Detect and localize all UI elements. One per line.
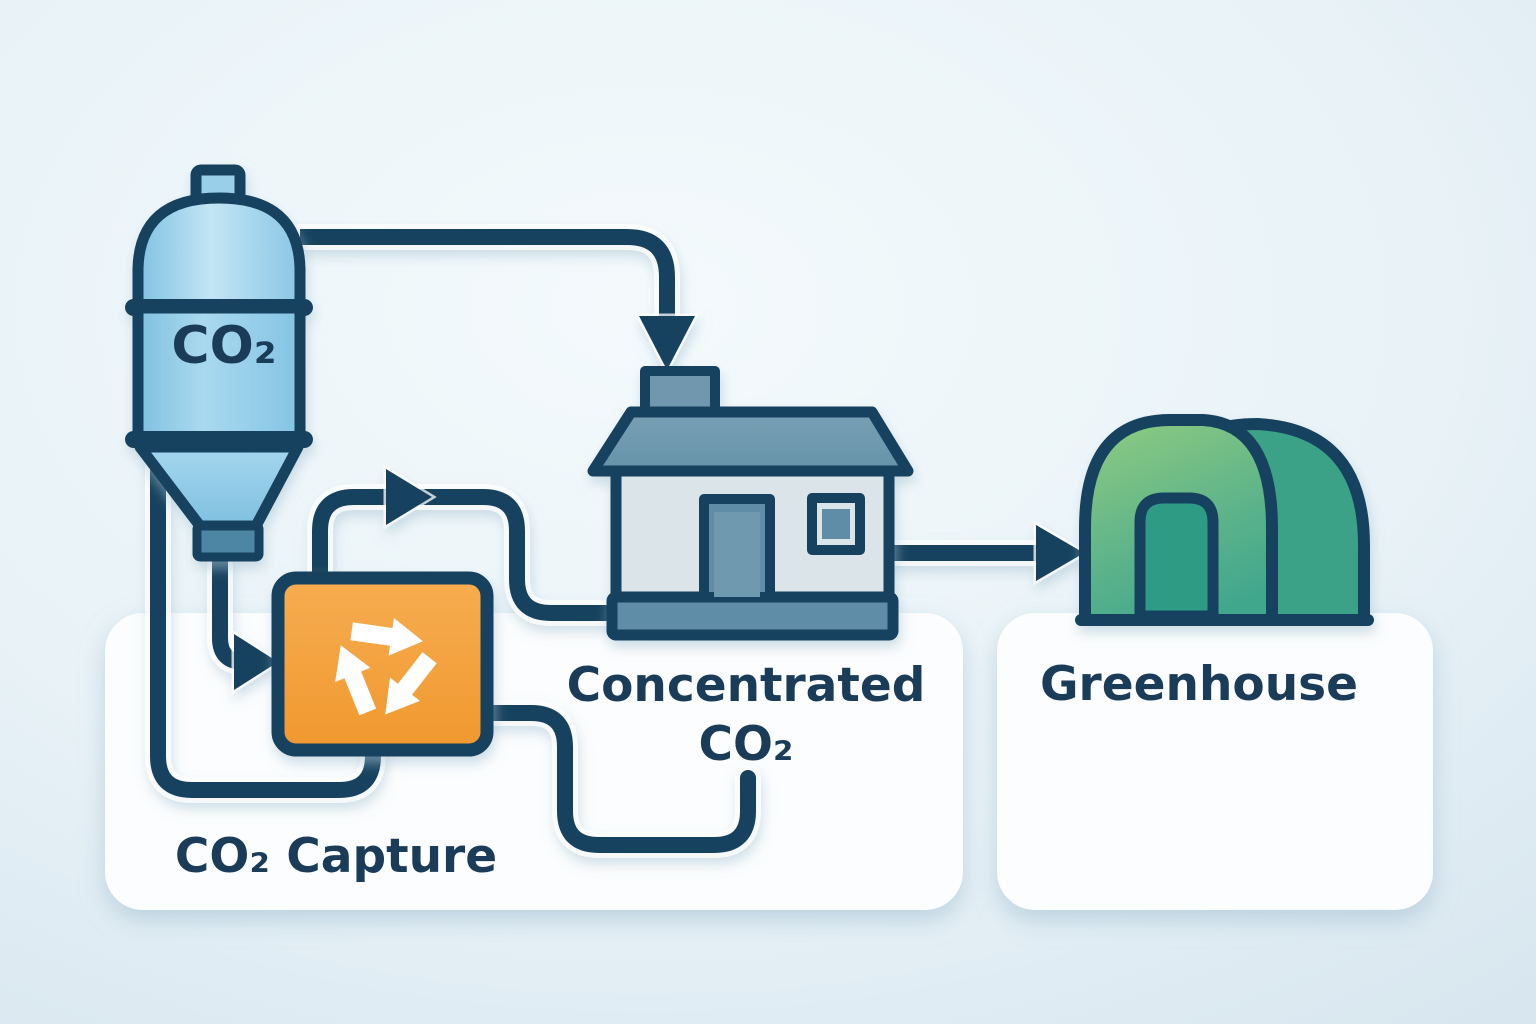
capture-unit (271, 571, 494, 757)
concentrated-co2-label-line1: Concentrated (567, 658, 926, 713)
pipe-lines (150, 229, 1040, 853)
arrow-down-icon (634, 313, 700, 376)
building-roof (587, 406, 914, 477)
building-base (606, 591, 899, 641)
greenhouse-label-panel (997, 613, 1433, 910)
concentrator-building (587, 366, 914, 641)
tank-label: CO₂ (171, 316, 276, 376)
arrowheads (231, 313, 1089, 695)
building-window (807, 493, 865, 555)
recycle-icon (335, 618, 437, 716)
co2-tank (125, 164, 313, 562)
building-door-panel (714, 512, 760, 597)
pipe-tank-side-to-capture-bottom (150, 462, 381, 798)
pipe-capture-to-building (312, 489, 630, 621)
greenhouse-label: Greenhouse (1040, 657, 1358, 712)
co2-capture-label: CO₂ Capture (175, 829, 497, 884)
tank-dome (132, 192, 306, 316)
tank-outlet (192, 521, 264, 562)
pipe-tank-to-building (300, 229, 675, 322)
pipe-capture-return (475, 705, 756, 853)
building-window-pane (822, 509, 850, 539)
greenhouse (1075, 414, 1374, 626)
arrow-right-icon (1033, 520, 1089, 586)
arrow-right-icon (383, 464, 437, 530)
greenhouse-door (1134, 492, 1219, 622)
arrow-right-icon (231, 629, 283, 695)
concentrated-co2-label-line2: CO₂ (698, 717, 793, 772)
pipes (145, 224, 1089, 858)
capture-box (271, 571, 494, 757)
